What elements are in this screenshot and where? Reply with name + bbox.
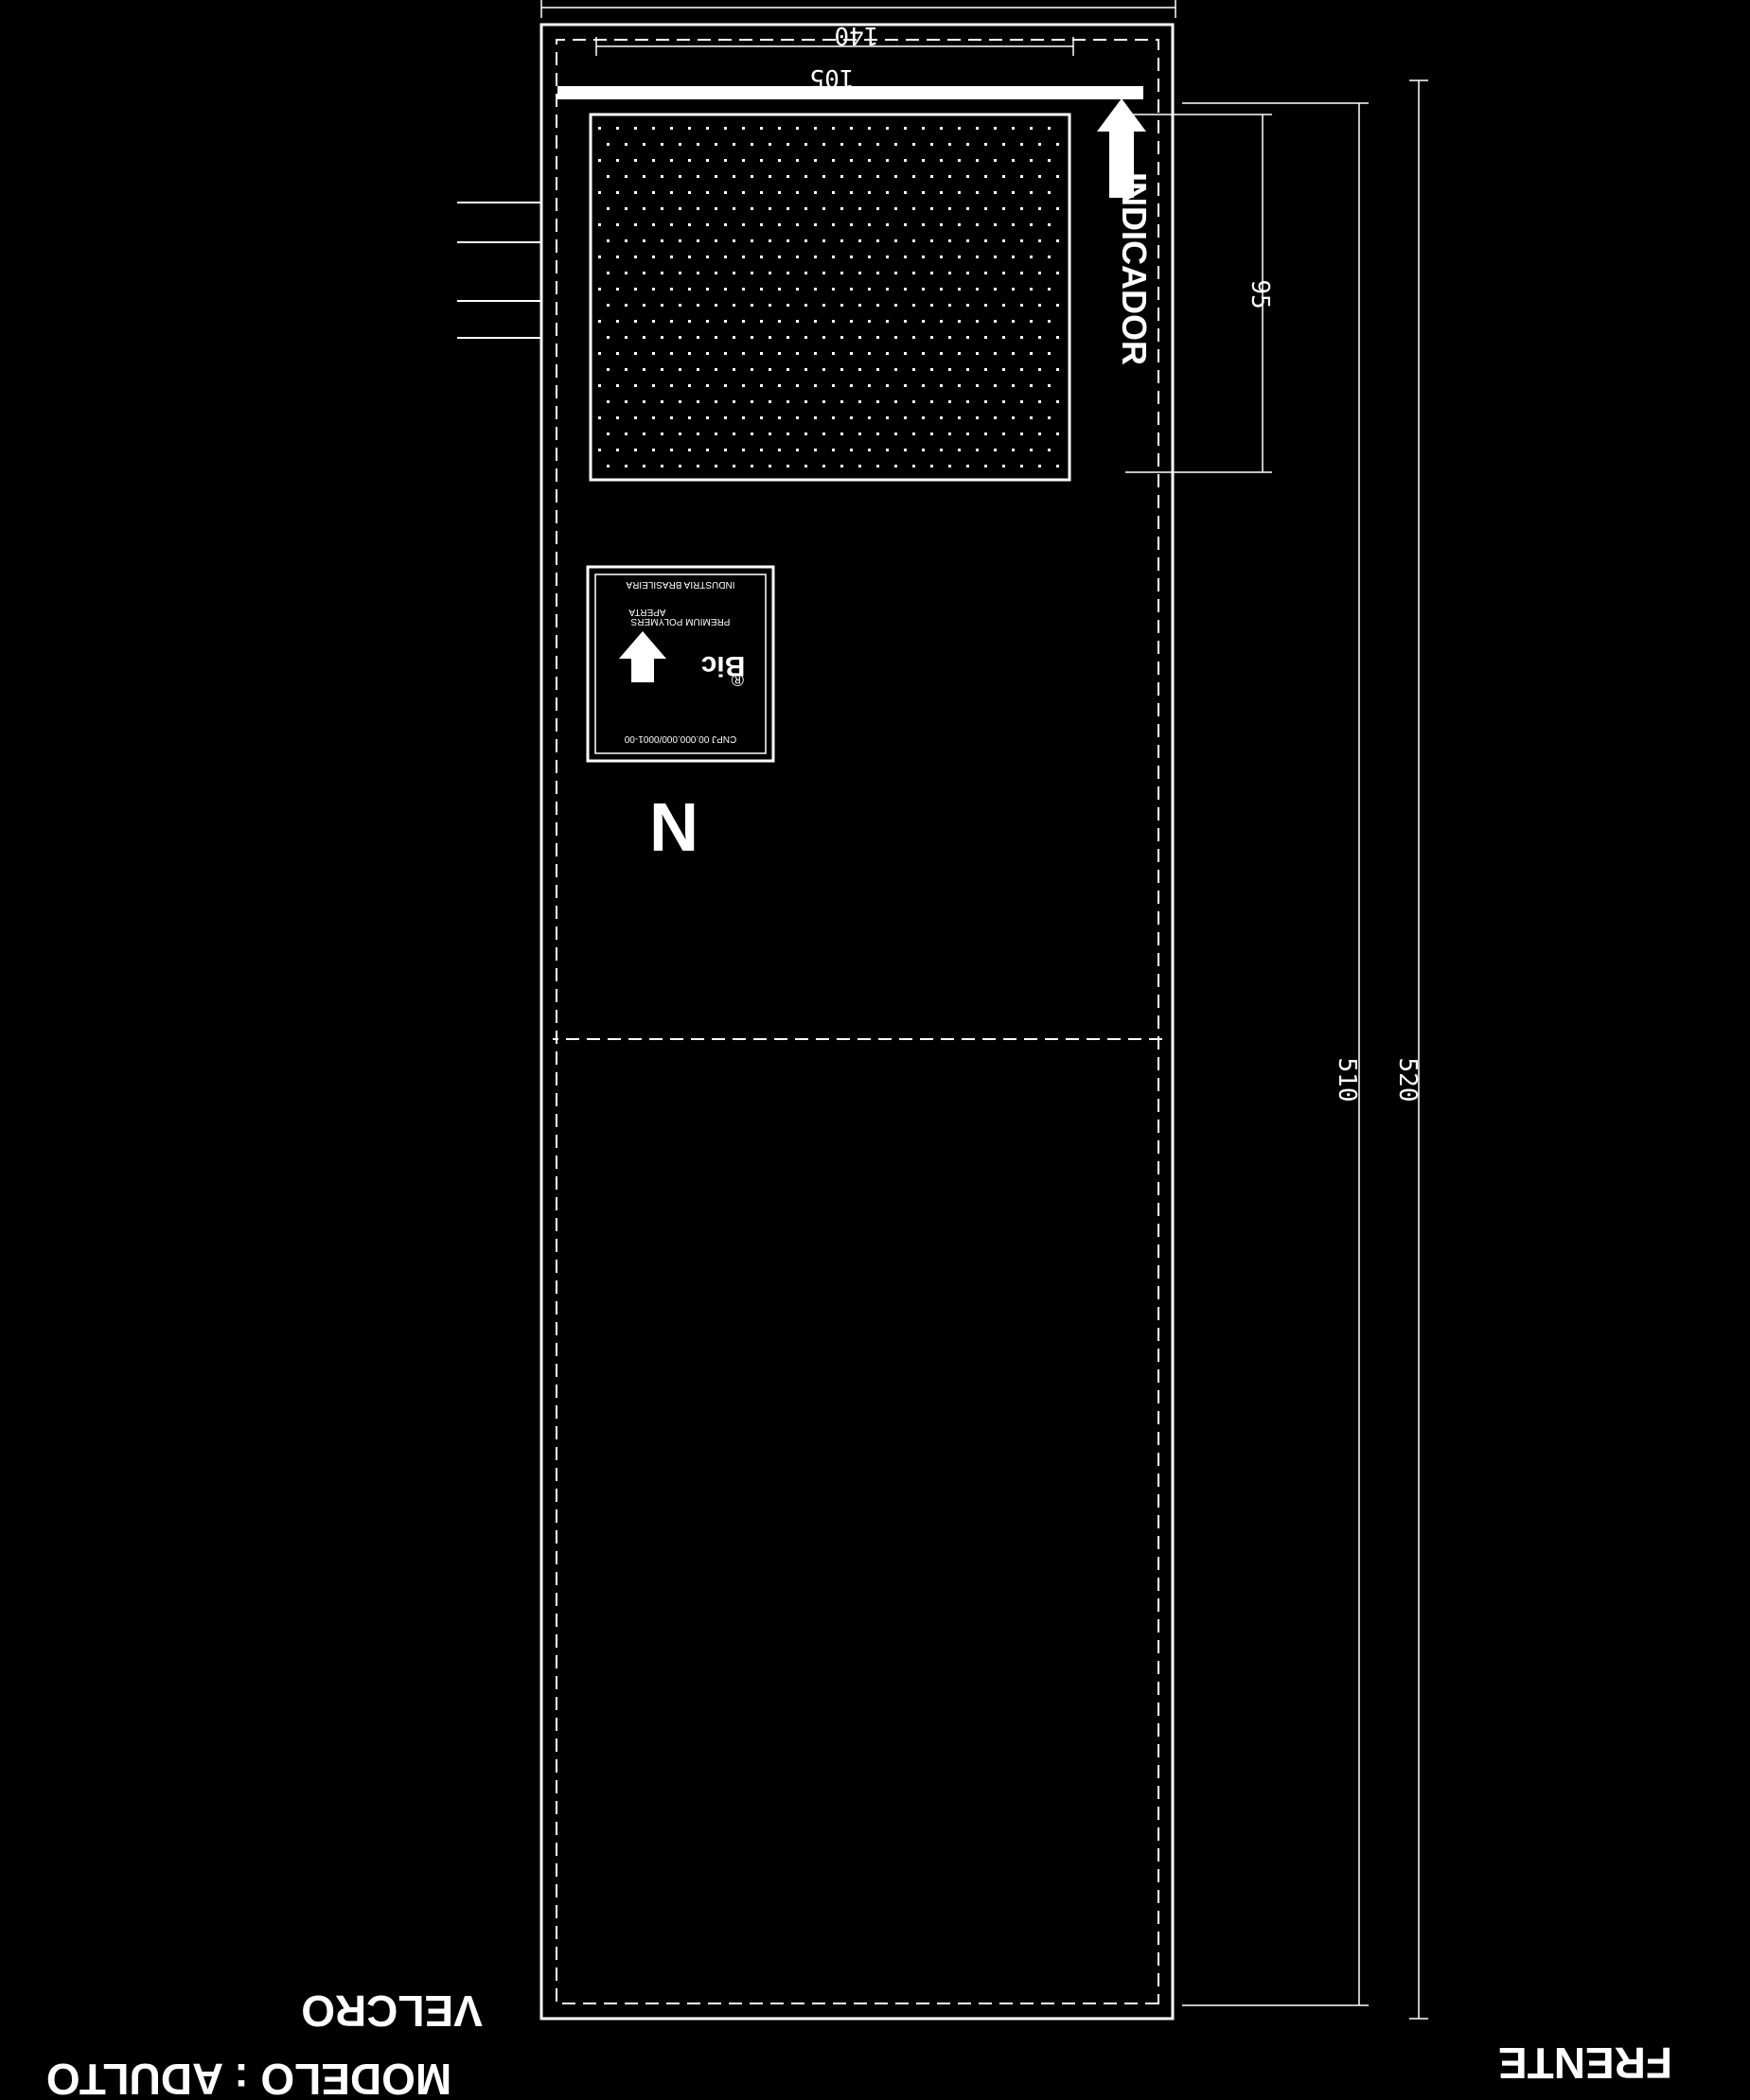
- tag-line1: PREMIUM POLYMERS: [630, 616, 730, 626]
- model-label: MODELO : ADULTO: [46, 2055, 451, 2100]
- tag-line4: INDUSTRIA BRASILEIRA: [626, 579, 734, 590]
- cuff-outline: [539, 23, 1175, 2021]
- arrow-icon: [619, 631, 666, 682]
- indicator-label: INDICADOR: [1115, 172, 1154, 365]
- stitch-line: [556, 39, 1159, 2004]
- dimension-length-total-label: 520: [1393, 1058, 1422, 1103]
- tag-line2: APERTA: [628, 607, 665, 617]
- dimension-pad-width: [595, 37, 1074, 56]
- dimension-width-total: [540, 0, 1176, 18]
- brand-logo: N: [649, 788, 698, 864]
- velcro-pad: [589, 113, 1071, 482]
- indicator-arrow-icon: [1097, 98, 1146, 198]
- product-tag: Bic ® PREMIUM POLYMERS APERTA CNPJ 00.00…: [586, 565, 775, 763]
- tube-lines: [457, 202, 541, 339]
- dimension-pad-height-label: 95: [1246, 279, 1274, 309]
- dimension-length-inner: [1182, 102, 1369, 2006]
- dimension-length-total: [1409, 79, 1428, 2020]
- dimension-pad-width-label: 105: [810, 63, 855, 92]
- closure-label: VELCRO: [301, 1986, 483, 2036]
- velcro-dots: [598, 127, 1059, 468]
- dimension-width-total-label: 140: [835, 21, 879, 49]
- dimension-pad-height: [1125, 114, 1272, 473]
- tag-brand: Bic: [701, 650, 746, 681]
- view-label: FRENTE: [1498, 2038, 1672, 2088]
- top-edge-band: [557, 86, 1143, 99]
- tag-registered: ®: [732, 670, 744, 689]
- dimension-length-inner-label: 510: [1333, 1058, 1361, 1103]
- tag-line3: CNPJ 00.000.000/0001-00: [624, 733, 736, 744]
- svg-text:N: N: [649, 788, 698, 864]
